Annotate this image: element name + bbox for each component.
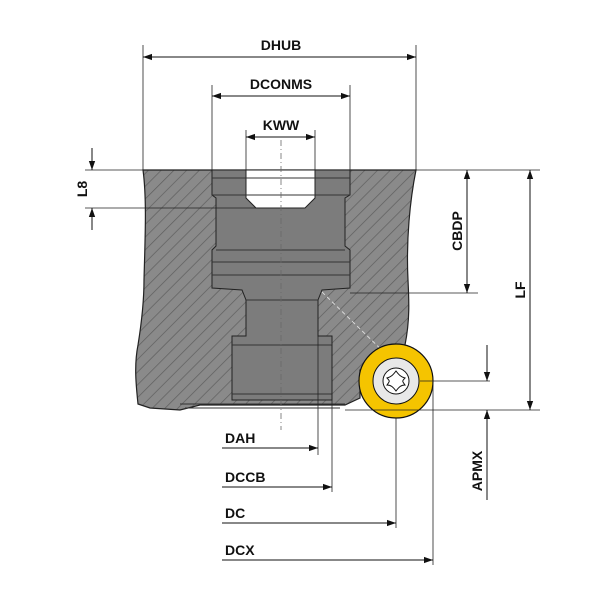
- coolant-channel: [321, 291, 391, 359]
- label-dconms: DCONMS: [250, 76, 312, 92]
- extension-lines: [85, 45, 540, 565]
- key-slot: [245, 169, 316, 209]
- label-kww: KWW: [263, 117, 300, 133]
- label-lf: LF: [512, 281, 528, 299]
- round-insert-icon: [358, 343, 434, 419]
- label-dhub: DHUB: [261, 37, 301, 53]
- label-apmx: APMX: [469, 450, 485, 491]
- label-l8: L8: [74, 181, 90, 198]
- dimension-lines: [88, 53, 534, 564]
- label-dah: DAH: [225, 430, 255, 446]
- label-cbdp: CBDP: [449, 211, 465, 251]
- label-dccb: DCCB: [225, 469, 265, 485]
- dimension-labels: DHUB DCONMS KWW L8 CBDP LF APMX DAH DCCB…: [74, 37, 528, 558]
- label-dc: DC: [225, 505, 245, 521]
- torx-screw-icon: [382, 367, 410, 395]
- bottom-face: [180, 403, 345, 409]
- label-dcx: DCX: [225, 542, 255, 558]
